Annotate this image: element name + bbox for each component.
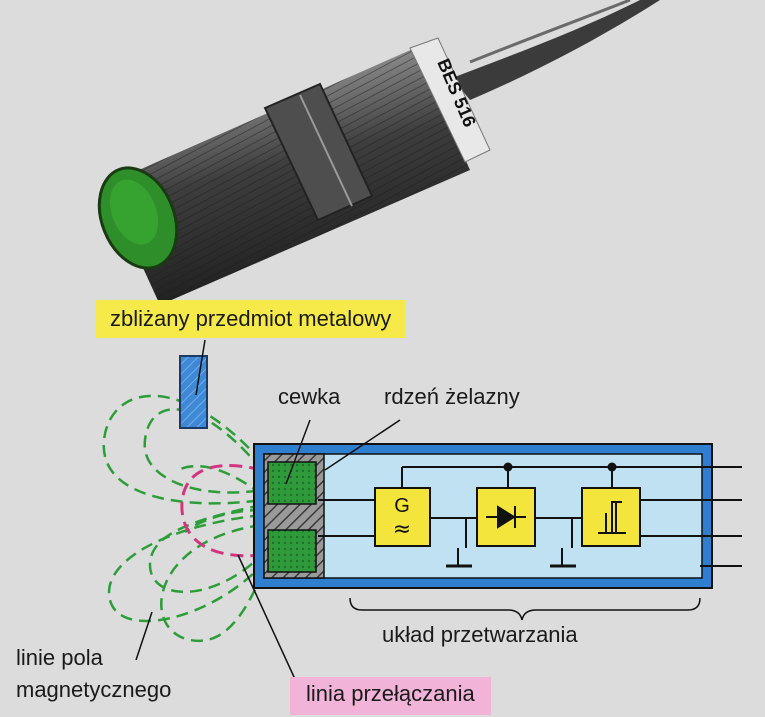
sensor-nut bbox=[263, 82, 374, 222]
iron-core-label: rdzeń żelazny bbox=[384, 384, 520, 409]
switching-line-curve bbox=[180, 464, 263, 558]
generator-wave: ≈ bbox=[393, 517, 411, 542]
field-lines-label: linie pola magnetycznego bbox=[16, 645, 172, 702]
sensor-threads bbox=[105, 48, 470, 305]
coil-bottom bbox=[267, 529, 317, 573]
coil-leader bbox=[285, 419, 311, 485]
junction-dot-2 bbox=[607, 462, 617, 472]
diode-icon bbox=[486, 505, 526, 529]
sensor-cable bbox=[452, 0, 660, 100]
coil-label: cewka bbox=[278, 384, 341, 409]
schmitt-trigger-icon bbox=[598, 501, 626, 534]
approaching-object-label: zbliżany przedmiot metalowy bbox=[96, 300, 406, 338]
sensor-face-shine bbox=[109, 179, 159, 245]
junction-dot-1 bbox=[503, 462, 513, 472]
switching-leader bbox=[237, 554, 301, 691]
sensor-collar bbox=[409, 37, 491, 163]
metal-object-leader bbox=[195, 339, 206, 396]
output-pins bbox=[712, 466, 742, 567]
nut-edge bbox=[299, 94, 353, 207]
generator-block bbox=[374, 487, 431, 547]
processing-circuit-label: układ przetwarzania bbox=[382, 622, 578, 647]
switching-line-label: linia przełączania bbox=[290, 677, 491, 715]
field-leader bbox=[135, 611, 153, 661]
cable-highlight bbox=[469, 0, 631, 64]
generator-symbol: G bbox=[394, 495, 410, 517]
processing-brace bbox=[349, 597, 701, 621]
metal-object bbox=[179, 355, 208, 429]
sensor-photo: BES 516 bbox=[97, 0, 660, 305]
magnetic-field-lines bbox=[102, 394, 264, 643]
core-leader bbox=[324, 419, 401, 471]
